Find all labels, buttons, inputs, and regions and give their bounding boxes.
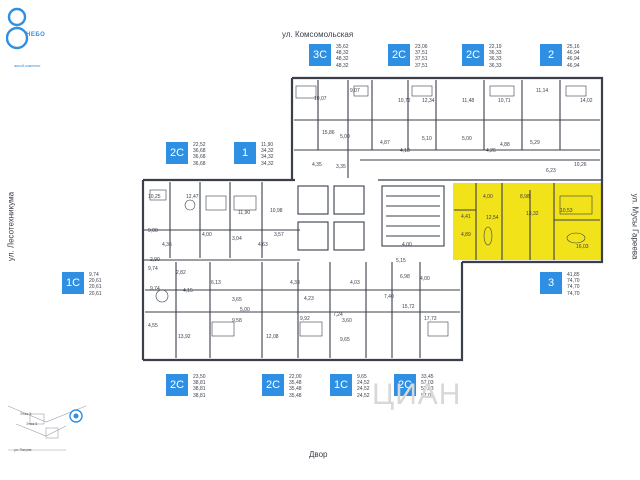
street-top: ул. Комсомольская bbox=[282, 30, 354, 39]
svg-text:9,58: 9,58 bbox=[232, 318, 242, 324]
svg-text:9,00: 9,00 bbox=[148, 228, 158, 234]
svg-text:7,40: 7,40 bbox=[384, 294, 394, 300]
svg-text:4,88: 4,88 bbox=[500, 142, 510, 148]
svg-text:17,73: 17,73 bbox=[424, 316, 437, 322]
svg-text:5,10: 5,10 bbox=[422, 136, 432, 142]
apartment-badge-2c[interactable]: 2С bbox=[166, 374, 188, 396]
svg-text:16,03: 16,03 bbox=[576, 244, 589, 250]
svg-text:13,92: 13,92 bbox=[178, 334, 191, 340]
svg-text:9,65: 9,65 bbox=[340, 337, 350, 343]
logo: НЕБО жилой комплекс bbox=[5, 6, 46, 68]
site-minimap[interactable]: Этаж 5 Этаж 6 ул. Патрия bbox=[6, 400, 96, 460]
svg-text:9,92: 9,92 bbox=[300, 316, 310, 322]
svg-text:4,41: 4,41 bbox=[461, 214, 471, 220]
logo-subtitle: жилой комплекс bbox=[14, 64, 41, 68]
apartment-badge-3c[interactable]: 3С bbox=[309, 44, 331, 66]
apartment-badge-2c[interactable]: 2С bbox=[388, 44, 410, 66]
svg-text:10,53: 10,53 bbox=[560, 208, 573, 214]
svg-text:13,32: 13,32 bbox=[526, 211, 539, 217]
svg-text:4,63: 4,63 bbox=[258, 242, 268, 248]
svg-text:10,25: 10,25 bbox=[148, 194, 161, 200]
svg-text:2,82: 2,82 bbox=[176, 270, 186, 276]
svg-text:8,98: 8,98 bbox=[520, 194, 530, 200]
svg-text:4,89: 4,89 bbox=[461, 232, 471, 238]
apartment-badge-2c[interactable]: 2С bbox=[394, 374, 416, 396]
svg-text:5,29: 5,29 bbox=[530, 140, 540, 146]
svg-text:6,98: 6,98 bbox=[400, 274, 410, 280]
svg-text:4,26: 4,26 bbox=[486, 148, 496, 154]
svg-text:5,00: 5,00 bbox=[340, 134, 350, 140]
svg-text:12,08: 12,08 bbox=[266, 334, 279, 340]
apartment-badge-3[interactable]: 3 bbox=[540, 272, 562, 294]
svg-text:4,03: 4,03 bbox=[350, 280, 360, 286]
svg-text:4,15: 4,15 bbox=[183, 288, 193, 294]
room-area: 10,07 bbox=[314, 96, 327, 102]
svg-text:4,00: 4,00 bbox=[420, 276, 430, 282]
svg-text:4,33: 4,33 bbox=[290, 280, 300, 286]
svg-text:4,87: 4,87 bbox=[380, 140, 390, 146]
svg-text:5,00: 5,00 bbox=[462, 136, 472, 142]
svg-text:5,15: 5,15 bbox=[396, 258, 406, 264]
svg-text:7,24: 7,24 bbox=[333, 312, 343, 318]
watermark: ЦИАН bbox=[372, 378, 462, 411]
apartment-badge-1c[interactable]: 1С bbox=[330, 374, 352, 396]
apartment-badge-1c[interactable]: 1С bbox=[62, 272, 84, 294]
logo-word: НЕБО bbox=[26, 32, 46, 38]
svg-text:10,71: 10,71 bbox=[498, 98, 511, 104]
svg-text:5,00: 5,00 bbox=[240, 307, 250, 313]
svg-text:12,34: 12,34 bbox=[422, 98, 435, 104]
svg-text:4,23: 4,23 bbox=[304, 296, 314, 302]
apartment-badge-2c[interactable]: 2С bbox=[166, 142, 188, 164]
svg-text:4,00: 4,00 bbox=[202, 232, 212, 238]
svg-text:2,90: 2,90 bbox=[150, 257, 160, 263]
svg-text:3,65: 3,65 bbox=[232, 297, 242, 303]
svg-text:4,35: 4,35 bbox=[312, 162, 322, 168]
svg-text:4,00: 4,00 bbox=[402, 242, 412, 248]
svg-text:14,02: 14,02 bbox=[580, 98, 593, 104]
svg-text:6,13: 6,13 bbox=[211, 280, 221, 286]
apartment-badge-2c[interactable]: 2С bbox=[262, 374, 284, 396]
svg-text:10,72: 10,72 bbox=[398, 98, 411, 104]
svg-text:12,47: 12,47 bbox=[186, 194, 199, 200]
svg-text:3,35: 3,35 bbox=[336, 164, 346, 170]
svg-text:9,74: 9,74 bbox=[150, 286, 160, 292]
logo-eight-icon bbox=[5, 7, 29, 50]
svg-text:11,48: 11,48 bbox=[462, 98, 474, 104]
svg-text:4,55: 4,55 bbox=[148, 323, 158, 329]
svg-text:10,98: 10,98 bbox=[270, 208, 283, 214]
svg-text:3,57: 3,57 bbox=[274, 232, 284, 238]
svg-text:3,60: 3,60 bbox=[342, 318, 352, 324]
svg-text:12,54: 12,54 bbox=[486, 215, 499, 221]
svg-text:11,90: 11,90 bbox=[238, 210, 250, 216]
svg-text:9,74: 9,74 bbox=[148, 266, 158, 272]
apartment-badge-2[interactable]: 2 bbox=[540, 44, 562, 66]
svg-text:10,26: 10,26 bbox=[574, 162, 587, 168]
svg-text:4,00: 4,00 bbox=[483, 194, 493, 200]
svg-text:15,86: 15,86 bbox=[322, 130, 335, 136]
svg-text:9,07: 9,07 bbox=[350, 88, 360, 94]
svg-text:6,23: 6,23 bbox=[546, 168, 556, 174]
svg-text:4,18: 4,18 bbox=[400, 148, 410, 154]
apartment-badge-1[interactable]: 1 bbox=[234, 142, 256, 164]
svg-text:15,72: 15,72 bbox=[402, 304, 415, 310]
svg-text:4,36: 4,36 bbox=[162, 242, 172, 248]
apartment-badge-2c[interactable]: 2С bbox=[462, 44, 484, 66]
street-bottom: Двор bbox=[309, 450, 328, 459]
minimap-icon bbox=[7, 405, 87, 451]
svg-text:11,14: 11,14 bbox=[536, 88, 548, 94]
svg-text:3,04: 3,04 bbox=[232, 236, 242, 242]
